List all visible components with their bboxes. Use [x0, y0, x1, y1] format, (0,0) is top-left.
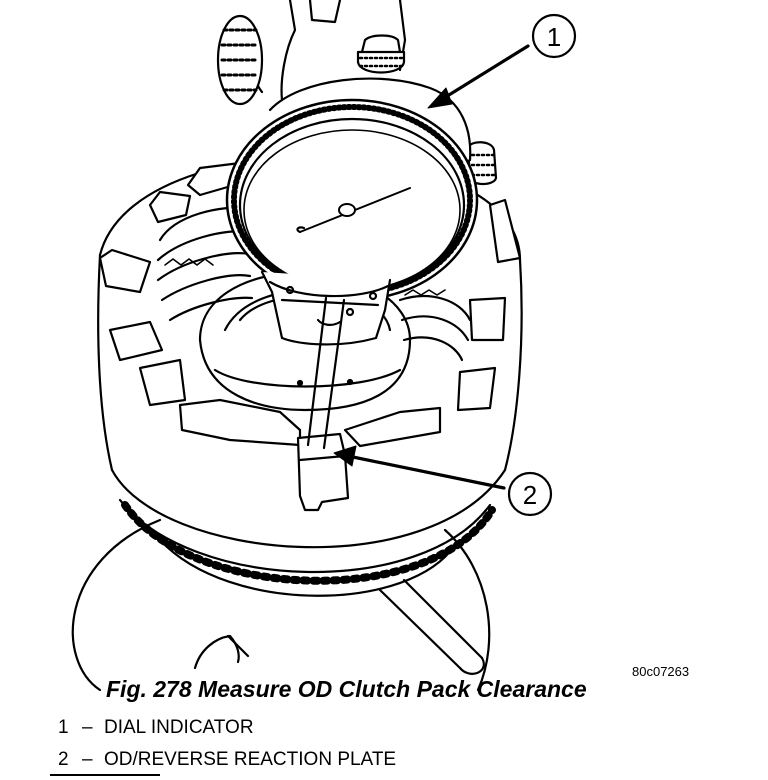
bottom-rule: [50, 774, 160, 776]
legend-item: 1–DIAL INDICATOR: [58, 712, 396, 744]
dial-indicator: [225, 77, 479, 450]
callout-2: 2: [333, 445, 553, 517]
reaction-plate-tab: [296, 432, 350, 512]
legend-item-separator: –: [82, 749, 93, 770]
callout-1: 1: [427, 13, 577, 109]
callout-1-arrowhead: [427, 87, 453, 109]
legend-item-number: 1: [58, 717, 69, 738]
legend-item-number: 2: [58, 749, 69, 770]
callout-1-leader: [434, 44, 530, 105]
figure-reference-id: 80c07263: [632, 664, 690, 679]
support-rod: [378, 578, 485, 675]
callout-1-circle: [531, 13, 577, 59]
callout-2-arrowhead: [333, 445, 357, 467]
callout-1-number: 1: [547, 22, 561, 52]
callout-2-circle: [507, 471, 553, 517]
legend: 1–DIAL INDICATOR 2–OD/REVERSE REACTION P…: [58, 712, 396, 776]
callout-2-number: 2: [523, 480, 537, 510]
legend-item-separator: –: [82, 717, 93, 738]
legend-item-label: DIAL INDICATOR: [104, 717, 254, 738]
figure-caption: Fig. 278 Measure OD Clutch Pack Clearanc…: [106, 676, 587, 702]
legend-item-label: OD/REVERSE REACTION PLATE: [104, 749, 397, 770]
indicator-stand: [216, 0, 498, 186]
callout-2-leader: [346, 454, 506, 490]
legend-item: 2–OD/REVERSE REACTION PLATE: [58, 744, 396, 776]
drum-castellations: [98, 160, 522, 448]
